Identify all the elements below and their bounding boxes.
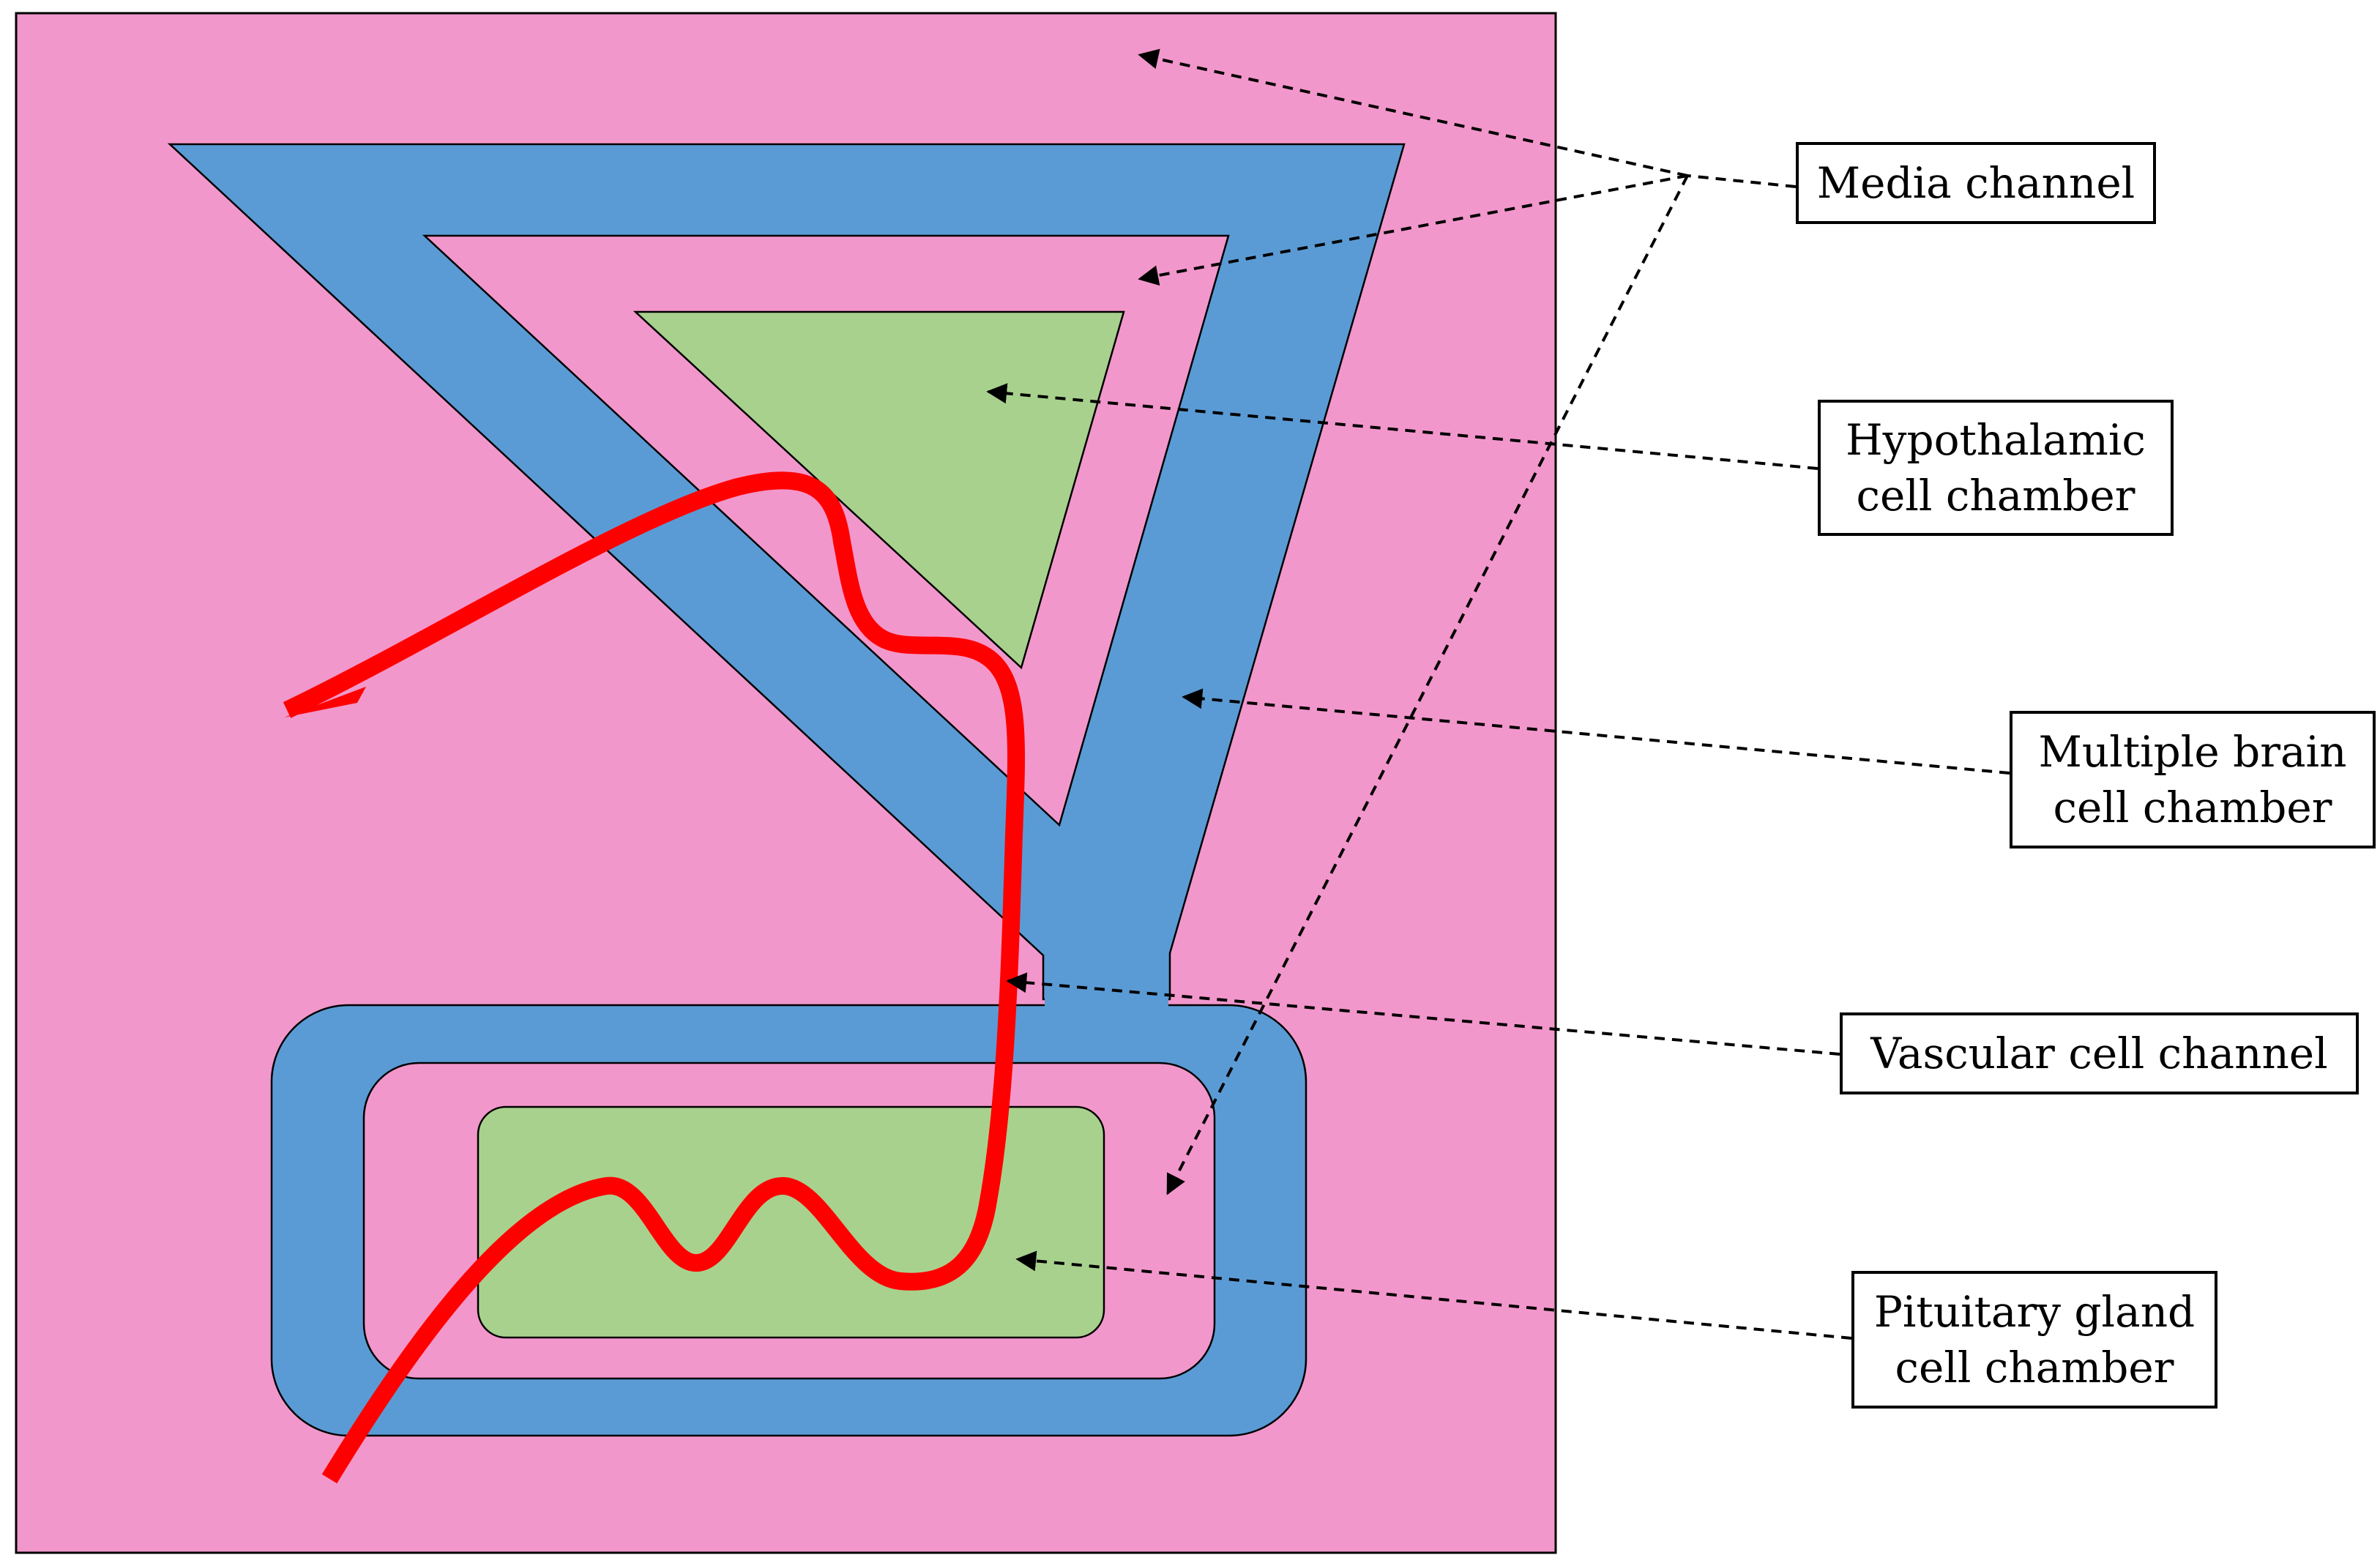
- label-media-channel: Media channel: [1796, 142, 2156, 224]
- channel-junction: [1045, 996, 1168, 1007]
- vascular-channel-tip: [284, 687, 366, 717]
- leader-hypothalamic: [986, 383, 1818, 470]
- label-hypothalamic-cell-chamber: Hypothalamic cell chamber: [1818, 400, 2174, 536]
- leader-media-stem: [1687, 174, 1797, 188]
- label-vascular-cell-channel: Vascular cell channel: [1840, 1012, 2359, 1094]
- leader-multiple-brain: [1182, 688, 2010, 775]
- pituitary-gland-cell-chamber: [477, 1105, 1105, 1339]
- leader-media-outer: [1138, 48, 1688, 177]
- label-pituitary-gland-cell-chamber: Pituitary gland cell chamber: [1851, 1271, 2217, 1409]
- leader-media-inner: [1138, 174, 1688, 286]
- vascular-cell-channel: [283, 471, 1026, 1484]
- label-multiple-brain-cell-chamber: Multiple brain cell chamber: [2010, 711, 2376, 848]
- leader-lines: [986, 48, 2010, 1340]
- leader-media-lower: [1166, 175, 1689, 1195]
